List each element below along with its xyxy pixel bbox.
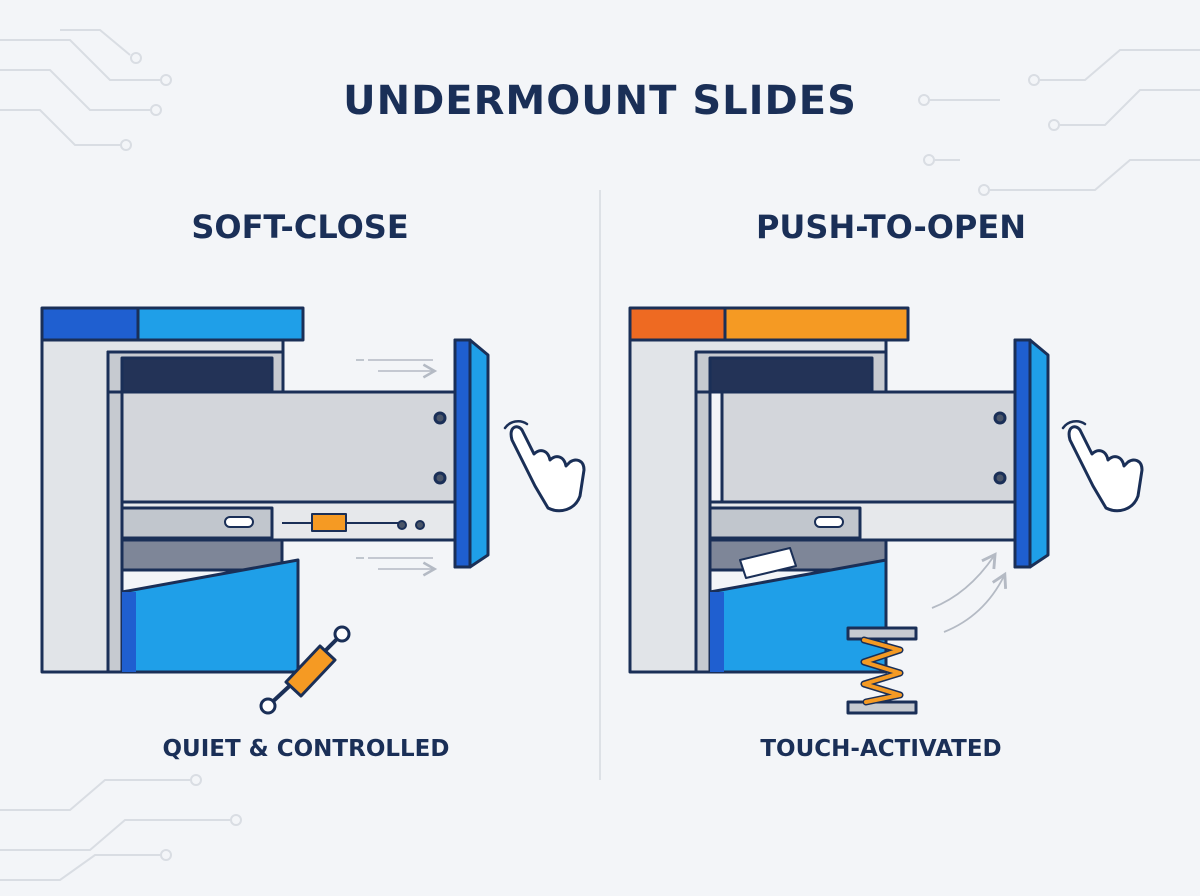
soft-close-heading: SOFT-CLOSE bbox=[191, 208, 409, 246]
damper-unit bbox=[311, 513, 347, 532]
push-to-open-heading: PUSH-TO-OPEN bbox=[755, 208, 1027, 246]
damper-icon bbox=[259, 625, 351, 715]
circuit-trace-icon bbox=[918, 49, 1200, 196]
countertop-right bbox=[136, 306, 305, 342]
push-to-open-caption: TOUCH-ACTIVATED bbox=[760, 736, 1002, 762]
page-title: UNDERMOUNT SLIDES bbox=[343, 78, 857, 124]
countertop-right bbox=[723, 306, 910, 342]
countertop-left bbox=[40, 306, 140, 342]
hand-pointer-icon bbox=[1061, 420, 1144, 513]
push-to-open-illustration bbox=[628, 306, 1050, 674]
soft-close-caption: QUIET & CONTROLLED bbox=[162, 736, 450, 762]
motion-arrow-icon bbox=[931, 552, 1008, 633]
soft-close-illustration bbox=[40, 306, 490, 674]
drawer-box bbox=[720, 390, 1017, 504]
lower-drawer bbox=[708, 558, 888, 674]
hand-pointer-icon bbox=[503, 420, 586, 513]
lower-drawer bbox=[120, 558, 300, 674]
circuit-trace-icon bbox=[0, 29, 172, 151]
spring-icon bbox=[846, 626, 918, 715]
circuit-trace-icon bbox=[0, 774, 242, 881]
countertop-left bbox=[628, 306, 727, 342]
drawer-box bbox=[120, 390, 457, 504]
motion-arrow-icon bbox=[356, 359, 438, 577]
